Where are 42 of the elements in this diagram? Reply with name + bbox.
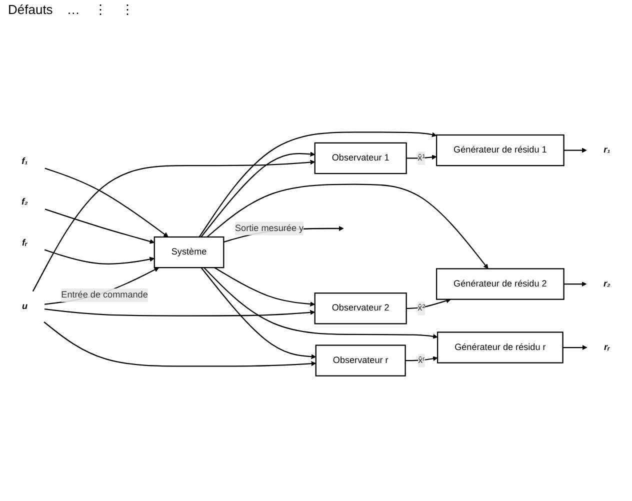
arrow [406,154,437,160]
node-text: f₂ [22,197,28,207]
note-text: Défauts [8,2,53,17]
node-box: Observateur r [315,344,406,376]
arrow [406,298,451,309]
node-text: r₂ [603,278,610,289]
edge-label: x̂¹ [418,153,426,163]
node-box: Générateur de résidu r [437,332,564,364]
node-text: u [22,302,28,312]
note-text: … [66,2,80,17]
node-text: r₁ [604,145,610,155]
arrow [204,267,438,339]
arrow [44,249,155,265]
arrow [44,322,316,367]
arrow [44,267,160,305]
arrow [564,282,587,287]
arrow [198,132,437,238]
edge-label: x̂ʳ [418,355,425,366]
arrow [405,356,438,362]
arrow [206,184,488,269]
node-box: Observateur 1 [314,142,407,174]
node-box: Système [154,236,224,268]
arrow [44,308,316,316]
edge-label: x̂² [418,303,426,313]
arrow [44,208,155,244]
arrow [32,160,316,292]
node-text: rᵣ [604,342,610,352]
arrow [200,152,316,238]
arrow [564,148,587,153]
arrow [200,267,316,360]
node-text: fᵣ [22,238,28,248]
node-box: Générateur de résidu 1 [436,134,564,166]
node-box: Générateur de résidu 2 [436,268,564,300]
arrow [562,345,588,350]
node-text: f₁ [22,156,28,166]
note-text: ⋮ [94,2,107,17]
arrow [214,267,316,307]
edge-label: Sortie mesurée y [235,223,304,234]
node-box: Observateur 2 [314,292,407,324]
arrow [44,168,168,238]
edge-label: Entrée de commande [61,290,148,300]
note-text: ⋮ [120,2,134,17]
